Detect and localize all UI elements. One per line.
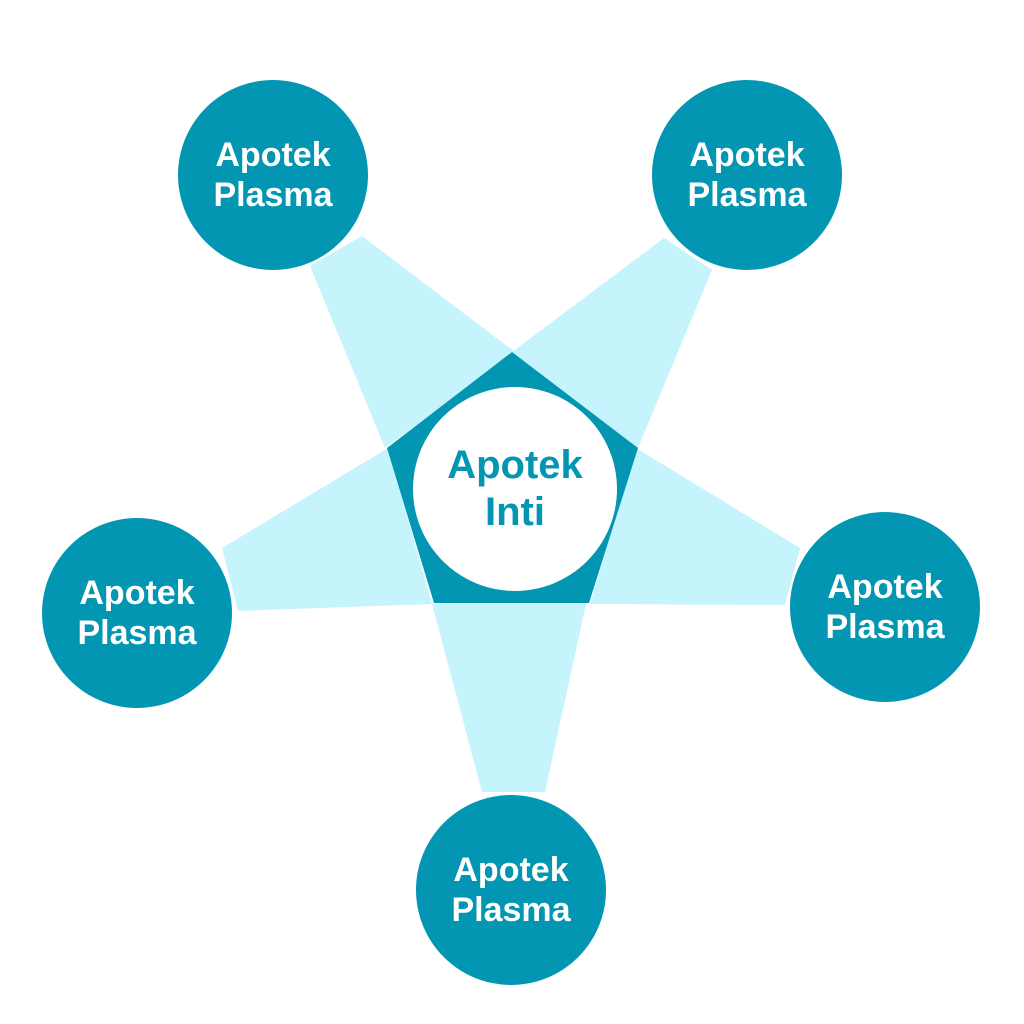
satellite-node-top-left: Apotek Plasma: [178, 80, 368, 270]
satellite-node-bottom: Apotek Plasma: [416, 795, 606, 985]
center-label-line1: Apotek: [447, 442, 583, 487]
satellite-label-line1: Apotek: [827, 567, 943, 606]
arm-right: [590, 448, 800, 605]
satellite-label-line1: Apotek: [215, 135, 331, 174]
center-label-line2: Inti: [485, 490, 545, 534]
satellite-label-line2: Plasma: [825, 608, 945, 646]
satellite-node-right: Apotek Plasma: [790, 512, 980, 702]
arm-bottom: [432, 604, 586, 792]
satellite-label-line2: Plasma: [687, 176, 807, 214]
center-node-apotek-inti: Apotek Inti: [413, 387, 617, 591]
satellite-node-top-right: Apotek Plasma: [652, 80, 842, 270]
satellite-label-line2: Plasma: [213, 176, 333, 214]
arm-left: [222, 448, 432, 611]
arm-top-right: [512, 238, 712, 448]
satellite-label-line1: Apotek: [453, 850, 569, 889]
satellite-label-line2: Plasma: [451, 891, 571, 929]
satellite-node-left: Apotek Plasma: [42, 518, 232, 708]
satellite-label-line1: Apotek: [79, 573, 195, 612]
satellite-label-line2: Plasma: [77, 614, 197, 652]
arm-top-left: [310, 236, 515, 448]
satellite-label-line1: Apotek: [689, 135, 805, 174]
